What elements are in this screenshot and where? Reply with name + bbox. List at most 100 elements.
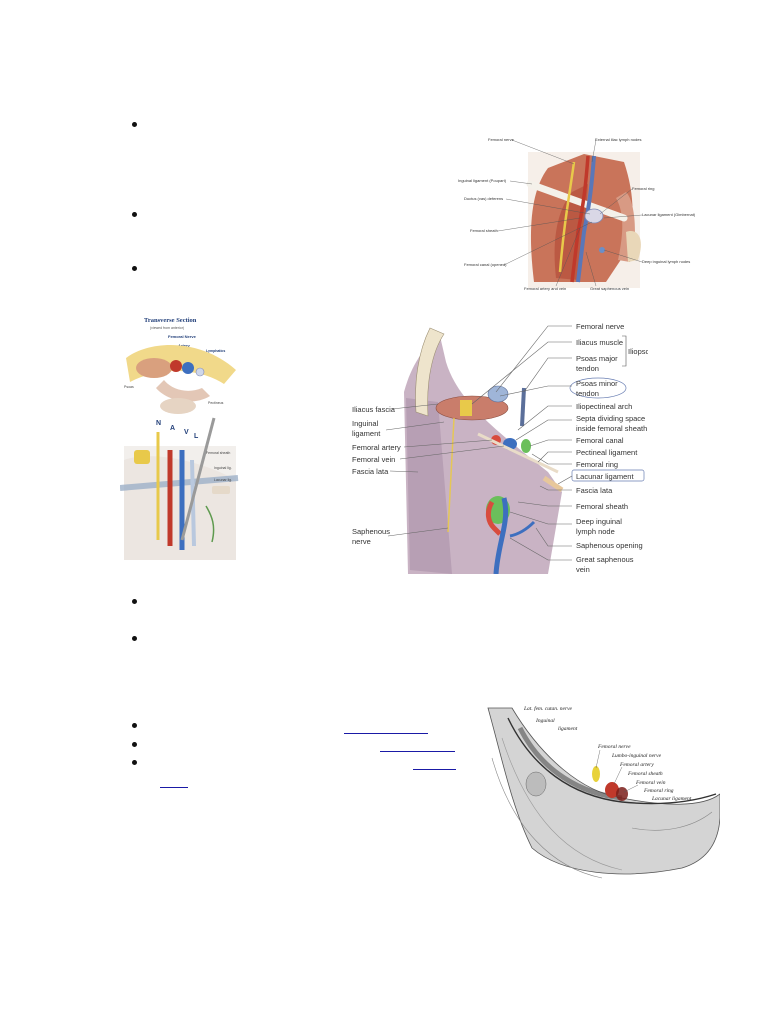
label-saphenous-nerve-2: nerve <box>352 537 371 546</box>
label-great-saphenous-2: vein <box>576 565 590 574</box>
bullet-1 <box>132 122 137 127</box>
iliopsoas-bracket <box>622 335 627 367</box>
leader-artery-vein <box>555 227 581 287</box>
label-iliopectineal-arch: Iliopectineal arch <box>576 402 632 411</box>
bullet-2 <box>132 212 137 217</box>
section-canal-shape <box>195 367 205 377</box>
leader-saphenous-nerve <box>387 527 449 537</box>
hyperlink-3[interactable] <box>413 769 456 770</box>
leader-iliacus-muscle <box>471 341 572 405</box>
label-femoral-nerve: Femoral nerve <box>488 137 515 142</box>
label-femoral-ring: Femoral ring <box>632 186 654 191</box>
label-fascia-lata-right: Fascia lata <box>576 486 613 495</box>
label-iliopsoas: Iliopsoas <box>628 347 648 356</box>
letter-v: V <box>184 429 189 436</box>
gray-anatomy-figure: Lat. fem. cutan. nerve Inguinal ligament… <box>472 698 720 894</box>
letter-n: N <box>156 420 161 427</box>
transverse-subtitle: (viewed from anterior) <box>150 326 184 330</box>
leader-femoral-nerve <box>511 139 575 165</box>
label-femoral-vein-gray: Femoral vein <box>635 780 666 786</box>
psoas-tendon-shape <box>520 387 526 427</box>
transverse-title: Transverse Section <box>144 317 197 324</box>
word-pectineus: Pectineus <box>208 401 224 405</box>
label-psoas-minor-1: Psoas minor <box>576 379 618 388</box>
word-psoas: Psoas <box>124 385 134 389</box>
label-great-saphenous-1: Great saphenous <box>576 555 634 564</box>
leader-gray-vein <box>623 784 639 793</box>
hatching-2 <box>501 737 623 871</box>
leader-fascia-lata-right <box>539 485 572 491</box>
label-inguinal-2: ligament <box>352 429 381 438</box>
label-ductus-deferens: Ductus (vas) deferens <box>464 196 503 201</box>
section-artery-shape <box>170 360 182 372</box>
word-lacunar-lig: Lacunar lig. <box>214 478 232 482</box>
leader-femoral-canal <box>529 439 572 447</box>
label-femoral-ring-2: Femoral ring <box>576 460 618 469</box>
word-femoral-sheath: Femoral sheath <box>206 451 230 455</box>
transverse-section-figure: Transverse Section (viewed from anterior… <box>120 310 244 560</box>
femoral-nerve-shape <box>558 161 576 273</box>
psoas-minor-circle <box>569 377 627 399</box>
word-inguinal-lig: Inguinal lig. <box>214 466 232 470</box>
leader-lacunar-2 <box>557 475 573 485</box>
femoral-artery-dot <box>605 782 619 798</box>
leader-femoral-artery <box>403 439 493 448</box>
label-saphenous-opening: Saphenous opening <box>576 541 643 550</box>
leader-great-saphenous <box>509 537 572 561</box>
leader-iliacus-fascia <box>391 403 439 410</box>
label-iliacus-muscle: Iliacus muscle <box>576 338 623 347</box>
hyperlink-1[interactable] <box>344 733 428 734</box>
label-lumbo-inguinal: Lumbo-inguinal nerve <box>611 753 662 759</box>
femoral-sheath-figure: Femoral nerve Iliacus muscle Psoas major… <box>348 322 648 574</box>
leader-saphenous <box>585 251 597 287</box>
word-artery: Artery <box>178 343 191 348</box>
leader-pectineal <box>537 451 572 463</box>
label-lacunar-ligament: Lacunar ligament (Gimbernat) <box>642 212 696 217</box>
label-lat-fem-cutan: Lat. fem. cutan. nerve <box>523 705 573 712</box>
label-femoral-canal: Femoral canal (opened) <box>464 262 507 267</box>
label-saphenous-nerve-1: Saphenous <box>352 527 390 536</box>
saphenous-branch-shape <box>205 505 215 543</box>
femoral-nerve-dot <box>592 766 600 782</box>
label-lacunar-ligament-2: Lacunar ligament <box>576 472 634 481</box>
hyperlink-2[interactable] <box>380 751 455 752</box>
psoas-minor-section <box>487 385 509 403</box>
leader-deep-nodes <box>603 249 643 263</box>
label-femoral-canal-2: Femoral canal <box>576 436 624 445</box>
leader-psoas-major <box>523 357 572 393</box>
letter-l: L <box>194 433 199 440</box>
hatching-1 <box>491 757 603 879</box>
hyperlink-4[interactable] <box>160 787 188 788</box>
label-great-saphenous: Great saphenous vein <box>590 286 629 291</box>
word-lymphatics: Lymphatics <box>206 349 225 353</box>
leader-iliopectineal <box>517 405 572 431</box>
lacunar-box <box>571 469 645 482</box>
label-femoral-ring-gray: Femoral ring <box>643 788 674 794</box>
femoral-nerve-section <box>460 400 472 416</box>
bullet-6 <box>132 723 137 728</box>
label-femoral-nerve-gray: Femoral nerve <box>597 744 631 750</box>
femoral-canal-section <box>521 439 531 453</box>
femoral-vein-dot <box>616 787 628 801</box>
lymph-node-shape <box>599 247 605 253</box>
iliac-crest-shape <box>415 327 445 417</box>
nerve-stump-shape <box>134 450 150 464</box>
inguinal-ligament-line <box>507 717 717 805</box>
bullet-3 <box>132 266 137 271</box>
leader-septa <box>515 419 572 441</box>
leader-femoral-ring <box>531 453 572 465</box>
leader-inguinal-2 <box>385 421 445 431</box>
label-femoral-artery-gray: Femoral artery <box>619 762 654 768</box>
label-pectineal-ligament: Pectineal ligament <box>576 448 638 457</box>
leader-external-iliac <box>591 139 597 163</box>
artery-descending <box>485 500 502 536</box>
label-iliacus-fascia: Iliacus fascia <box>352 405 396 414</box>
leader-inguinal <box>509 180 533 185</box>
bullet-5 <box>132 636 137 641</box>
label-septa-1: Septa dividing space <box>576 414 645 423</box>
leader-gray-artery <box>613 766 623 785</box>
label-inguinal-gray-2: ligament <box>558 726 578 732</box>
inguinal-ligament-band-2 <box>120 475 239 491</box>
lacunar-ligament-shape <box>542 475 564 493</box>
fascia-lata-left-shape <box>406 398 452 574</box>
